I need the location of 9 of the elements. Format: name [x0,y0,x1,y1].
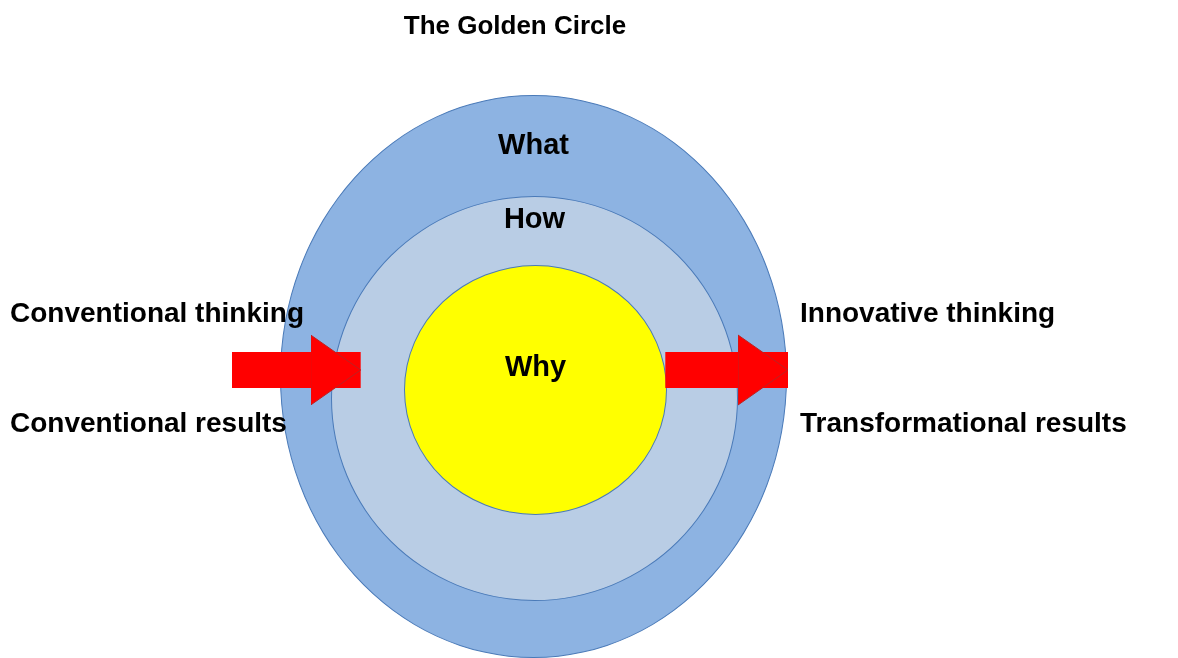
circle-label: Why [504,350,567,382]
diagram-title: The Golden Circle [402,10,628,41]
side-label: Conventional thinking [10,297,304,329]
block-arrow [665,334,789,406]
side-label: Transformational results [800,407,1127,439]
circle-label: What [498,128,569,160]
block-arrow [232,334,362,406]
side-label: Innovative thinking [800,297,1056,329]
circle-label: How [503,202,566,234]
